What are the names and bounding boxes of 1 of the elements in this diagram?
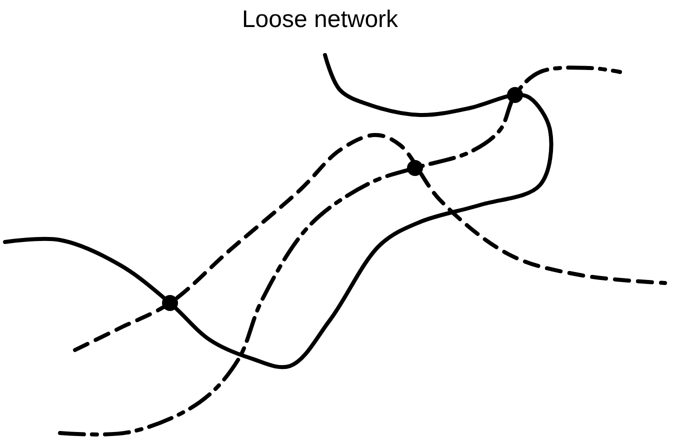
diagram-title: Loose network: [240, 6, 400, 34]
